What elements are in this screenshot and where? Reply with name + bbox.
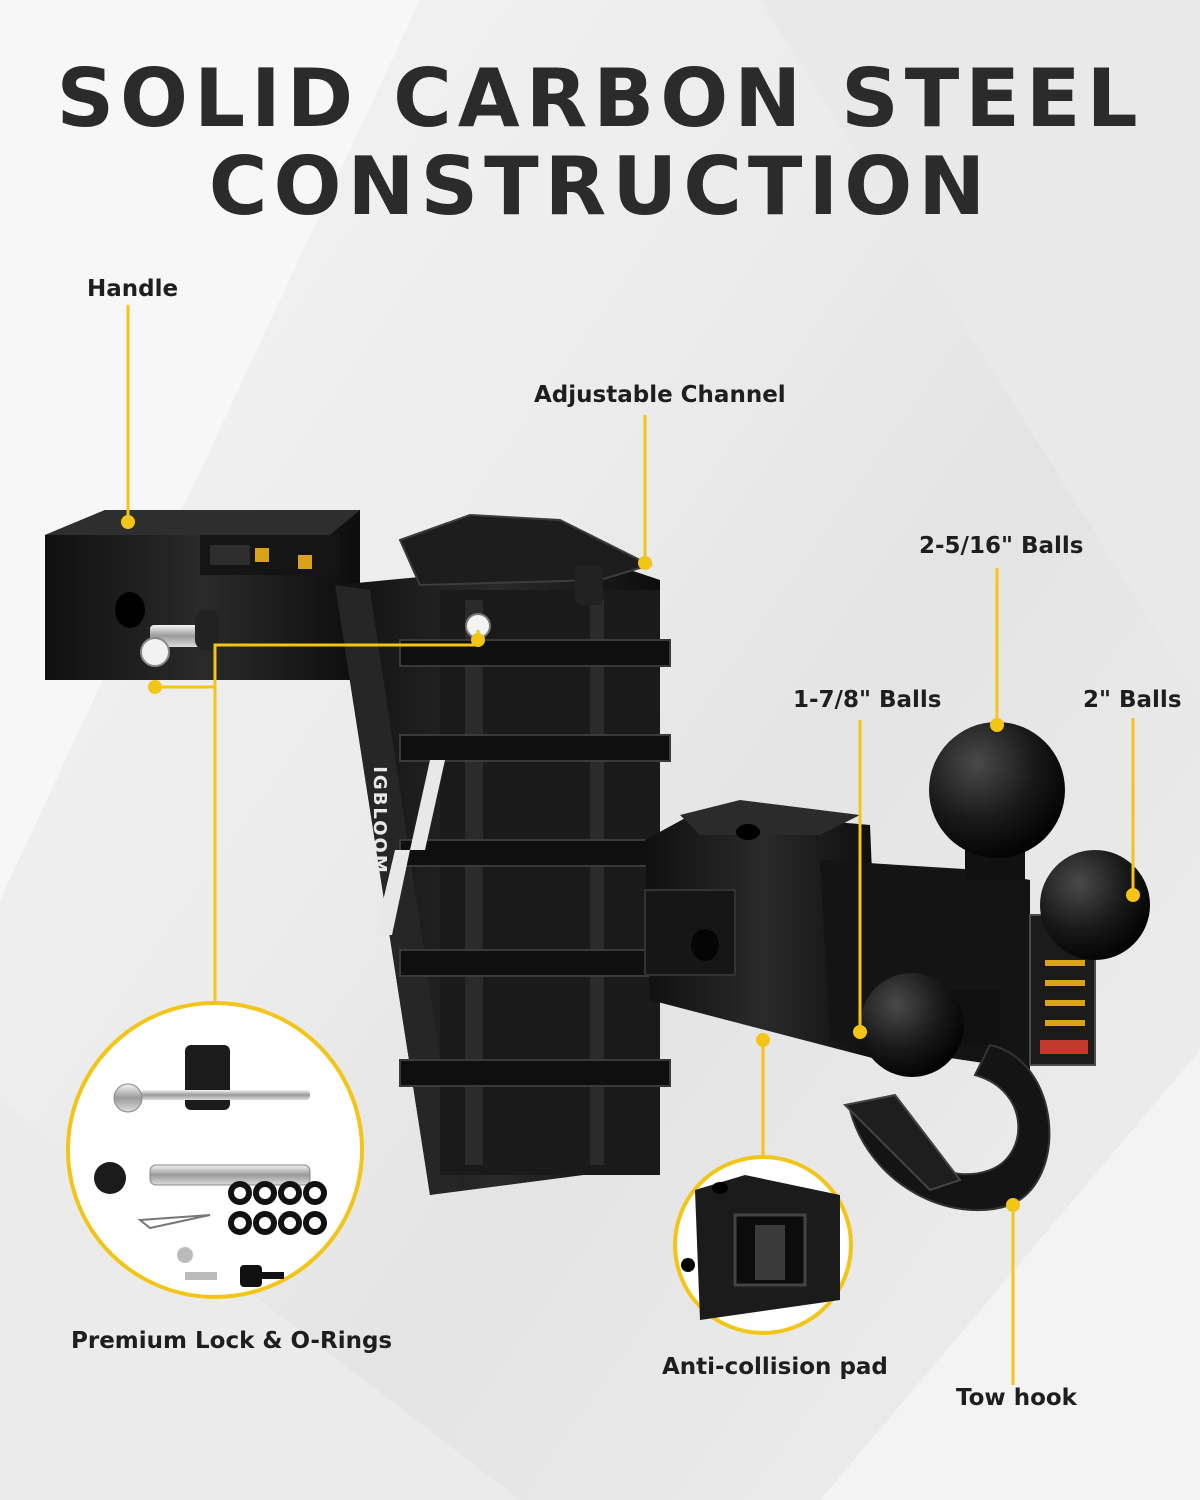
ball-large xyxy=(929,722,1065,880)
callout-balls-small: 1-7/8" Balls xyxy=(793,687,942,713)
brand-name: IGBLOOM xyxy=(368,766,390,875)
inset-lock-orings xyxy=(66,1001,364,1299)
callout-anti-collision-pad: Anti-collision pad xyxy=(662,1354,888,1380)
o-rings-icon xyxy=(228,1181,327,1235)
inset-anti-collision-pad xyxy=(673,1155,853,1335)
ball-medium xyxy=(1040,850,1150,960)
callout-balls-medium: 2" Balls xyxy=(1083,687,1182,713)
callout-adjustable-channel: Adjustable Channel xyxy=(534,382,786,408)
lock-cylinder-icon xyxy=(185,1045,230,1110)
headline-line-1: SOLID CARBON STEEL xyxy=(56,52,1144,145)
callout-handle: Handle xyxy=(87,276,179,302)
ball-small xyxy=(860,973,1000,1077)
tow-hook xyxy=(842,1043,1051,1212)
callout-dots xyxy=(121,515,1140,1212)
receiver-shank xyxy=(45,510,360,680)
callout-tow-hook: Tow hook xyxy=(956,1385,1077,1411)
callout-lock-orings: Premium Lock & O-Rings xyxy=(71,1328,393,1354)
callout-balls-large: 2-5/16" Balls xyxy=(919,533,1084,559)
keys-icon xyxy=(177,1247,284,1287)
adjustable-channel-body xyxy=(335,513,671,1195)
brand-logo-mark xyxy=(375,760,445,935)
headline-line-2: CONSTRUCTION xyxy=(208,140,992,233)
